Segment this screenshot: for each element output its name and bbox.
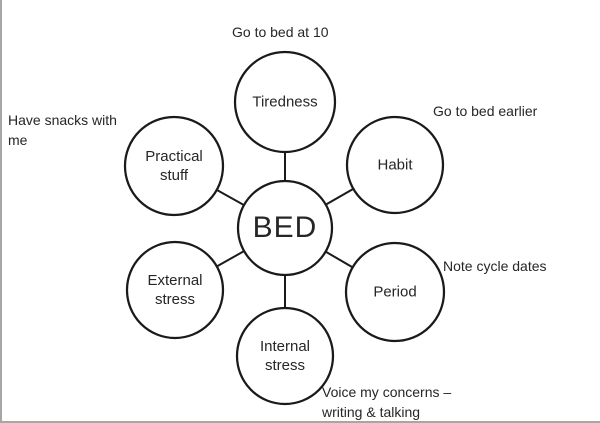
- center-node-label: BED: [252, 211, 318, 244]
- annotation-period: Note cycle dates: [443, 258, 547, 274]
- node-label-external-stress: External stress: [147, 272, 203, 308]
- node-circle-period: [344, 241, 446, 343]
- node-label-tiredness: Tiredness: [252, 93, 318, 111]
- annotation-internal-stress: Voice my concerns – writing & talking: [322, 384, 452, 420]
- node-label-internal-stress: Internal stress: [259, 338, 311, 374]
- node-circle-habit: [345, 115, 445, 215]
- node-circle-external-stress: [125, 240, 225, 340]
- node-circle-tiredness: [233, 50, 337, 154]
- node-label-period: Period: [373, 283, 417, 301]
- node-circle-internal-stress: [235, 306, 335, 406]
- annotation-habit: Go to bed earlier: [433, 103, 538, 119]
- node-circle-practical-stuff: [123, 115, 225, 217]
- annotation-practical-stuff: Have snacks with me: [8, 112, 117, 148]
- node-label-practical-stuff: Practical stuff: [145, 148, 203, 184]
- center-node-circle: [236, 179, 334, 277]
- annotation-tiredness: Go to bed at 10: [232, 24, 329, 40]
- node-label-habit: Habit: [377, 156, 413, 174]
